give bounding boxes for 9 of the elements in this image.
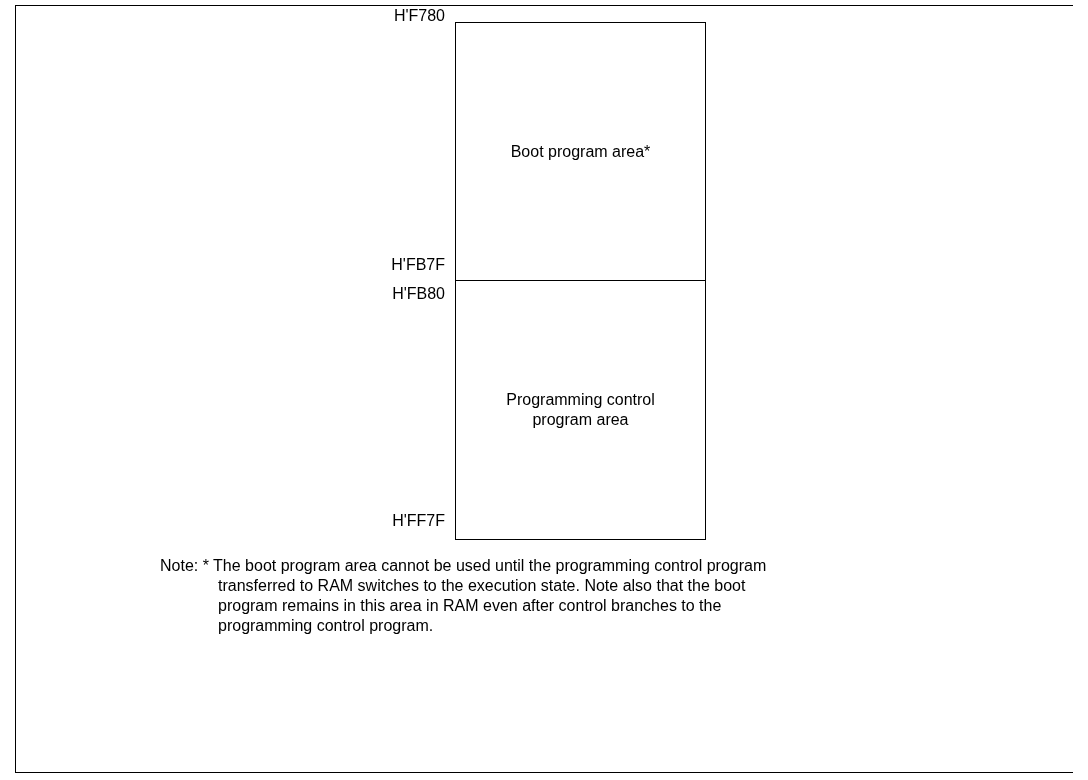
- memory-area-box: [455, 280, 706, 540]
- address-label: H'FF7F: [392, 511, 445, 531]
- address-label: H'FB7F: [391, 255, 445, 275]
- area-label: Boot program area*: [510, 141, 651, 162]
- footnote: Note: * The boot program area cannot be used until the programming control program transferred to RAM switches to the execution state. Note also that the boot program remains in this area in RAM even after control branches to the programming control program.: [160, 556, 768, 636]
- address-label: H'FB80: [392, 284, 445, 304]
- memory-area-box: [455, 22, 706, 281]
- address-label: H'F780: [393, 6, 445, 26]
- area-label: Programming control program area: [505, 390, 656, 430]
